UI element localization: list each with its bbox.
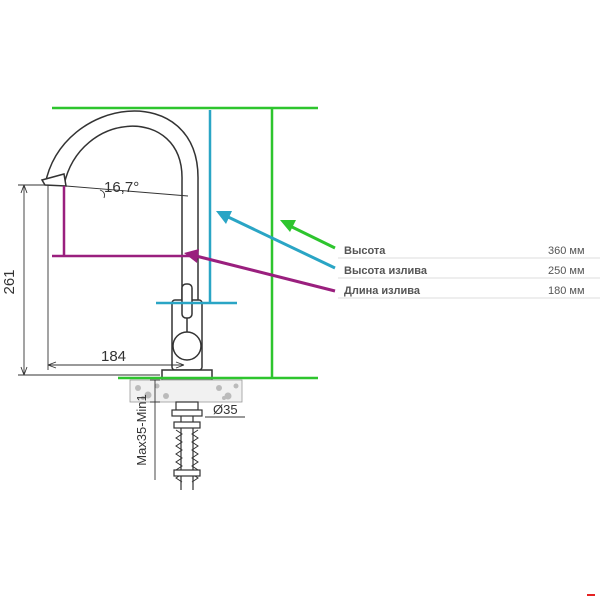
spec-row-spout-height-label: Высота излива: [344, 265, 428, 277]
spout-length-marker: [52, 186, 190, 258]
spec-row-height-label: Высота: [344, 245, 386, 257]
handle-lever: [181, 283, 193, 319]
height-arrow: [280, 220, 336, 250]
countertop: [129, 379, 243, 403]
hole-diameter-label: Ø35: [213, 402, 238, 417]
spout-outer: [44, 110, 199, 300]
handle-knob: [172, 331, 202, 361]
height-dimension-label: 261: [1, 269, 18, 294]
height-marker: [52, 106, 318, 380]
spout-height-arrow: [216, 211, 336, 270]
mounting-assembly: [171, 401, 203, 490]
faucet-drawing: [40, 110, 213, 381]
countertop-thickness-label: Max35-Min1: [134, 394, 149, 466]
spout-nozzle: [40, 173, 67, 187]
spec-row-height-value: 360 мм: [548, 245, 585, 257]
reach-dimension-label: 184: [101, 348, 126, 365]
spout-inner: [63, 125, 183, 300]
dimension-lines: [18, 184, 245, 480]
spec-row-spout-height-value: 250 мм: [548, 265, 585, 277]
corner-accent-mark: [587, 594, 595, 596]
spec-row-spout-length-label: Длина излива: [344, 285, 421, 297]
spout-length-arrow: [184, 249, 336, 293]
spec-row-spout-length-value: 180 мм: [548, 285, 585, 297]
angle-label: 16,7°: [104, 179, 139, 196]
spout-height-marker: [156, 110, 237, 305]
spec-table: Высота 360 мм Высота излива 250 мм Длина…: [338, 245, 600, 299]
